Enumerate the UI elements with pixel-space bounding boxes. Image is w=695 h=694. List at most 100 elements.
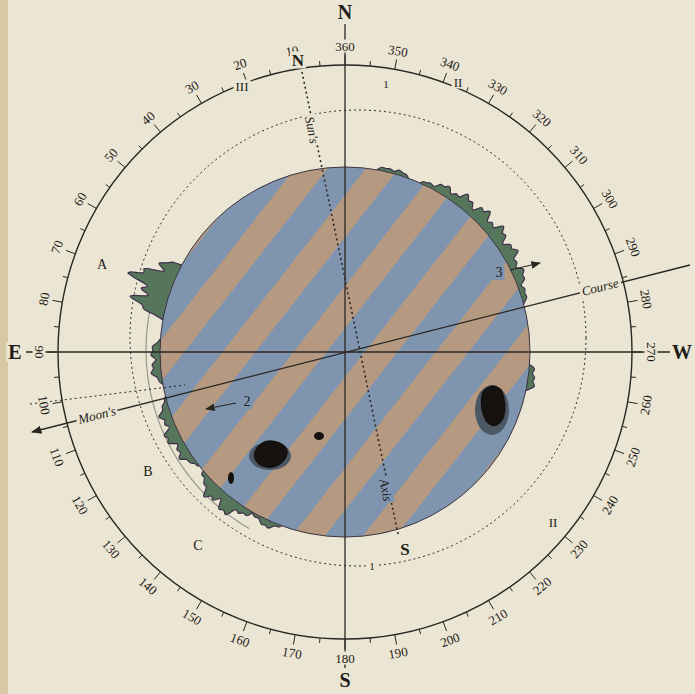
degree-tick — [106, 517, 110, 520]
degree-tick — [197, 601, 202, 610]
degree-tick — [53, 402, 63, 404]
degree-number: 140 — [135, 574, 161, 599]
degree-number: 30 — [181, 77, 202, 97]
degree-tick — [319, 61, 320, 66]
degree-number: 180 — [333, 652, 357, 665]
degree-tick — [80, 229, 85, 231]
region-letter: C — [191, 539, 204, 553]
degree-tick — [466, 87, 468, 92]
degree-tick — [615, 450, 624, 453]
line-label: Axis — [377, 476, 395, 504]
degree-number: 300 — [598, 186, 621, 213]
compass-letter: W — [670, 342, 694, 362]
degree-number: 230 — [567, 536, 592, 562]
degree-tick — [395, 635, 397, 645]
degree-tick — [269, 629, 270, 634]
degree-tick — [529, 572, 535, 580]
degree-tick — [54, 377, 59, 378]
degree-tick — [293, 635, 295, 645]
degree-tick — [319, 638, 320, 643]
degree-number: 90 — [33, 344, 46, 361]
degree-tick — [565, 161, 573, 167]
degree-tick — [615, 250, 624, 253]
sunspot — [228, 472, 234, 484]
moon-course — [32, 265, 690, 432]
line-label: Moon's — [75, 404, 119, 427]
degree-number: 80 — [36, 289, 52, 308]
degree-tick — [466, 612, 468, 617]
degree-number: 50 — [100, 145, 121, 166]
degree-tick — [222, 87, 224, 92]
degree-number: 200 — [436, 629, 463, 649]
arrow — [206, 403, 236, 409]
degree-tick — [178, 587, 181, 591]
degree-tick — [489, 601, 494, 610]
degree-number: 290 — [622, 234, 642, 261]
degree-number: 270 — [645, 340, 658, 364]
degree-tick — [63, 426, 68, 427]
degree-number: 210 — [485, 605, 512, 628]
degree-tick — [395, 60, 397, 70]
compass-letter: S — [337, 670, 352, 690]
degree-number: 280 — [638, 286, 655, 311]
degree-tick — [117, 536, 125, 542]
callout-number: 3 — [494, 266, 505, 280]
degree-tick — [66, 450, 75, 453]
degree-tick — [370, 638, 371, 643]
degree-tick — [631, 377, 636, 378]
degree-tick — [197, 95, 202, 104]
degree-tick — [443, 73, 446, 82]
line-label: Course — [578, 276, 621, 299]
degree-number: 170 — [279, 645, 304, 662]
degree-tick — [154, 572, 160, 580]
degree-tick — [605, 229, 610, 231]
degree-tick — [88, 496, 97, 501]
degree-number: 190 — [385, 645, 410, 662]
callout-number: 1 — [367, 561, 377, 572]
degree-tick — [178, 113, 181, 117]
degree-tick — [628, 300, 638, 302]
degree-number: 20 — [230, 55, 250, 73]
degree-tick — [139, 555, 143, 559]
course-guide — [30, 385, 185, 404]
region-letter: B — [141, 465, 154, 479]
degree-tick — [419, 629, 420, 634]
degree-tick — [594, 204, 603, 209]
north-south-line — [344, 24, 345, 668]
region-numeral: II — [547, 516, 560, 529]
degree-number: 330 — [485, 75, 512, 98]
degree-tick — [565, 536, 573, 542]
line-label: Sun's — [302, 113, 321, 146]
degree-number: 360 — [333, 40, 357, 53]
degree-tick — [605, 473, 610, 475]
degree-tick — [106, 185, 110, 188]
region-numeral: II — [452, 76, 465, 89]
degree-tick — [54, 326, 59, 327]
sunspots — [228, 385, 509, 484]
degree-tick — [580, 185, 584, 188]
degree-number: 320 — [529, 105, 555, 130]
degree-tick — [443, 622, 446, 631]
degree-tick — [548, 555, 552, 559]
degree-number: 340 — [436, 54, 463, 74]
degree-tick — [594, 496, 603, 501]
pole-label: N — [290, 52, 306, 69]
callout-number: 2 — [242, 395, 253, 409]
degree-number: 110 — [47, 444, 67, 470]
degree-tick — [529, 124, 535, 132]
degree-tick — [628, 402, 638, 404]
degree-tick — [66, 250, 75, 253]
degree-tick — [419, 70, 420, 75]
degree-tick — [80, 473, 85, 475]
compass-letter: E — [6, 342, 23, 362]
degree-tick — [489, 95, 494, 104]
degree-number: 120 — [68, 492, 91, 519]
sunspot — [481, 385, 506, 426]
degree-tick — [631, 326, 636, 327]
degree-number: 220 — [529, 574, 555, 599]
arrow — [510, 263, 540, 270]
sun-axis — [302, 72, 398, 534]
degree-number: 310 — [567, 142, 592, 168]
